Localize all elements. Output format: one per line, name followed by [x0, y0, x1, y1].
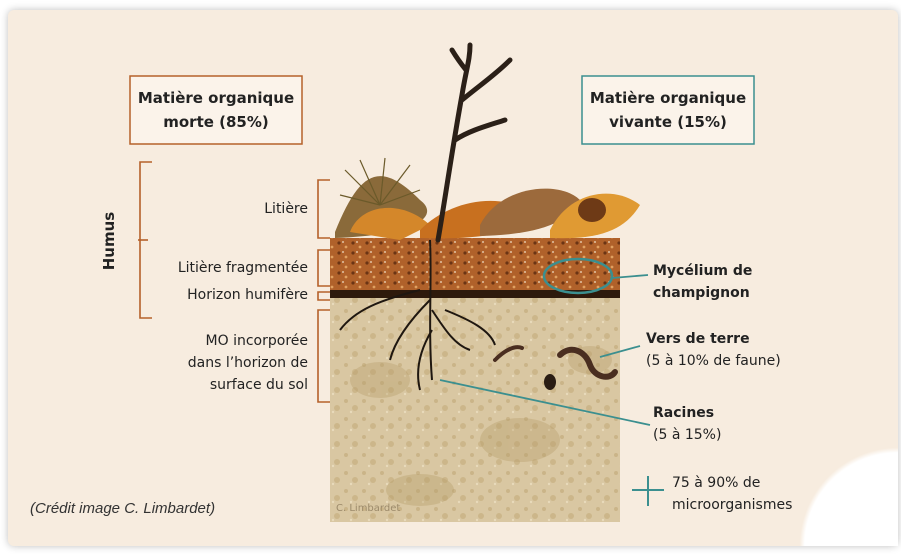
roots-label: Racines (5 à 15%) — [653, 402, 721, 446]
fragmented-litter-layer — [330, 238, 620, 290]
plus-icon — [632, 476, 664, 506]
leaf-litter — [335, 176, 640, 240]
living-box-line2: vivante (15%) — [609, 110, 727, 134]
dead-box-line1: Matière organique — [138, 86, 294, 110]
incorporated-om-label: MO incorporée dans l’horizon de surface … — [140, 330, 308, 396]
dead-box-line2: morte (85%) — [163, 110, 269, 134]
living-box-line1: Matière organique — [590, 86, 746, 110]
humic-horizon-label: Horizon humifère — [140, 284, 308, 306]
earthworm-subtitle: (5 à 10% de faune) — [646, 350, 781, 372]
living-organic-matter-box: Matière organique vivante (15%) — [583, 77, 753, 143]
soil-insect — [544, 374, 556, 390]
earthworm-label: Vers de terre (5 à 10% de faune) — [646, 328, 781, 372]
roots-title: Racines — [653, 402, 721, 424]
image-credit: (Crédit image C. Limbardet) — [30, 500, 215, 517]
roots-subtitle: (5 à 15%) — [653, 424, 721, 446]
dead-organic-matter-box: Matière organique morte (85%) — [131, 77, 301, 143]
earthworm-title: Vers de terre — [646, 328, 781, 350]
incorporated-om-line1: MO incorporée — [140, 330, 308, 352]
fragmented-litter-label: Litière fragmentée — [140, 257, 308, 279]
microorganisms-label: 75 à 90% de microorganismes — [672, 472, 792, 516]
mycelium-line1: Mycélium de — [653, 260, 752, 282]
humus-label: Humus — [98, 212, 120, 270]
mycelium-line2: champignon — [653, 282, 752, 304]
artist-signature: C. Limbardet — [336, 498, 400, 520]
mycelium-label: Mycélium de champignon — [653, 260, 752, 304]
micro-line2: microorganismes — [672, 494, 792, 516]
micro-line1: 75 à 90% de — [672, 472, 792, 494]
incorporated-om-line2: dans l’horizon de — [140, 352, 308, 374]
incorporated-om-line3: surface du sol — [140, 374, 308, 396]
litter-label: Litière — [200, 198, 308, 220]
